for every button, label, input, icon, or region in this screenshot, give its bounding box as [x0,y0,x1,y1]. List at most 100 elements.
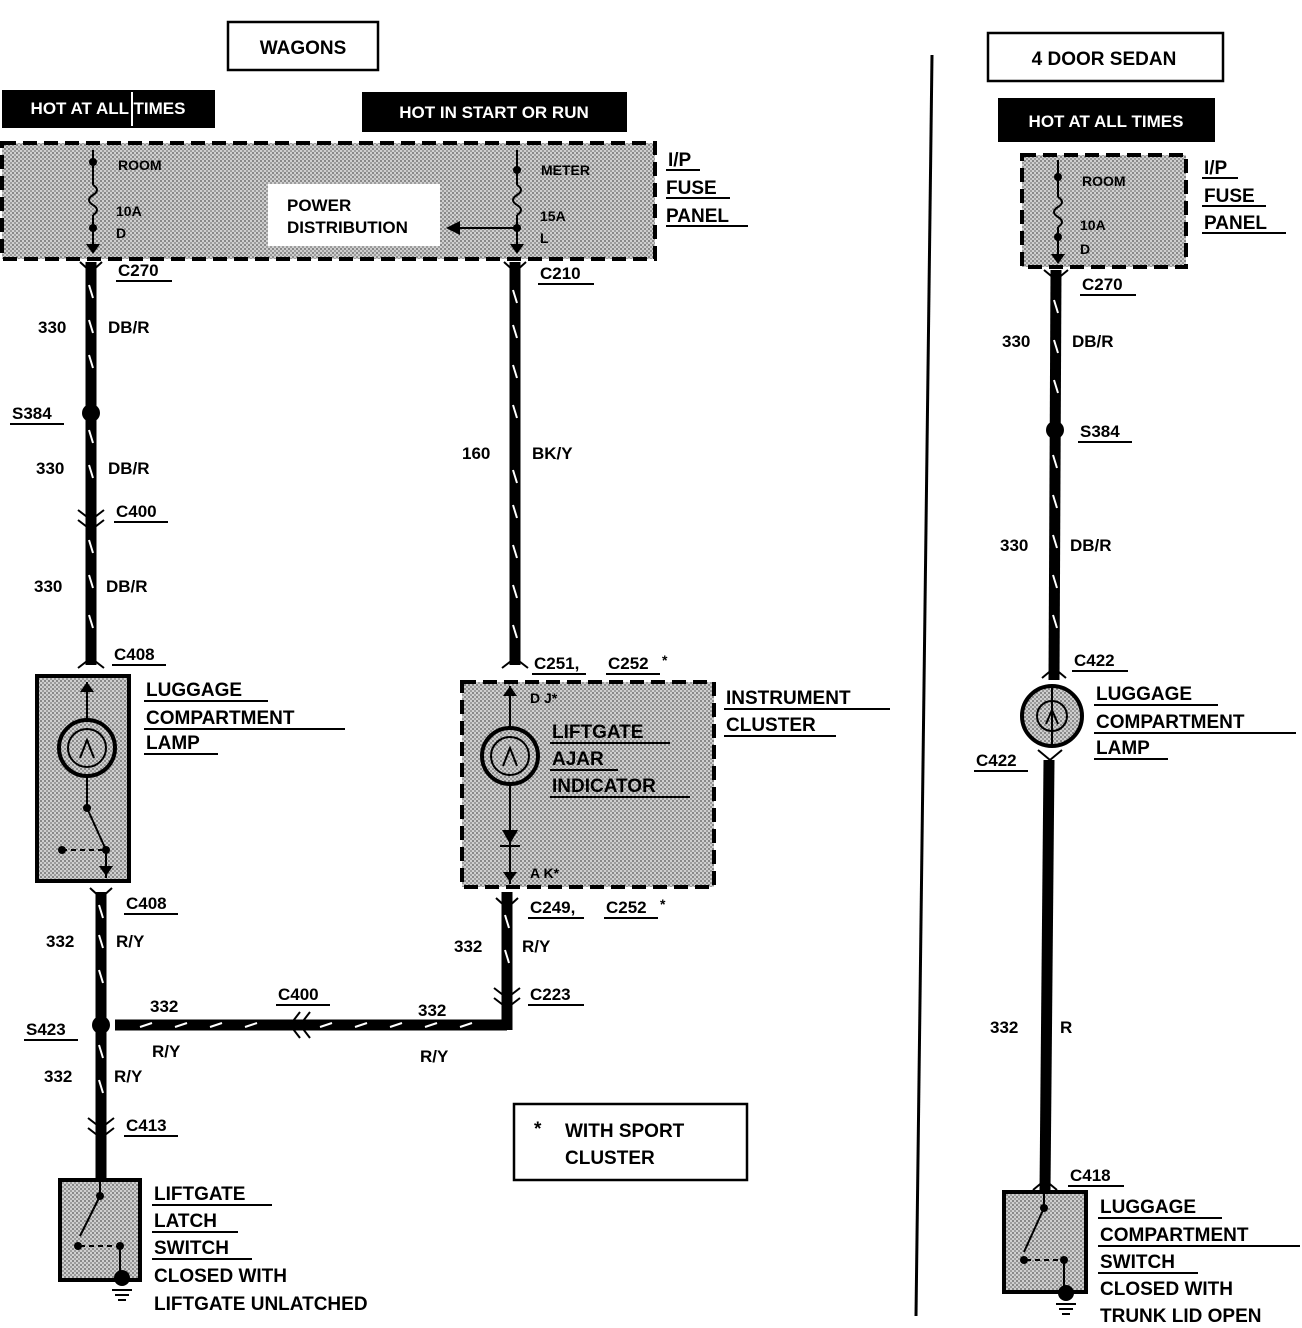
svg-text:SWITCH: SWITCH [154,1238,229,1259]
svg-text:R: R [1060,1018,1072,1037]
fuse-meter-15a: METER 15A L [510,150,590,254]
svg-text:BK/Y: BK/Y [532,444,573,463]
svg-text:C400: C400 [278,985,319,1004]
svg-text:C223: C223 [530,985,571,1004]
svg-text:S384: S384 [12,404,52,423]
svg-text:COMPARTMENT: COMPARTMENT [146,708,295,729]
svg-text:CLUSTER: CLUSTER [726,715,816,736]
svg-text:C252: C252 [608,654,649,673]
svg-text:ROOM: ROOM [1082,173,1126,189]
svg-text:332: 332 [990,1018,1018,1037]
svg-text:COMPARTMENT: COMPARTMENT [1100,1225,1249,1246]
splice-s423 [92,1016,110,1034]
sedan-fuse-panel-label: I/P [1204,158,1228,179]
svg-text:C413: C413 [126,1116,167,1135]
svg-text:CLUSTER: CLUSTER [565,1148,655,1169]
svg-text:LATCH: LATCH [154,1211,217,1232]
svg-text:332: 332 [46,932,74,951]
svg-text:PANEL: PANEL [666,206,729,227]
section-divider [914,54,934,1317]
svg-text:332: 332 [454,937,482,956]
svg-text:LIFTGATE UNLATCHED: LIFTGATE UNLATCHED [154,1294,368,1315]
sport-cluster-note: * WITH SPORT CLUSTER [512,1102,749,1182]
svg-text:D J*: D J* [530,690,558,706]
svg-text:330: 330 [34,577,62,596]
svg-text:AJAR: AJAR [552,749,604,770]
svg-text:PANEL: PANEL [1204,213,1267,234]
connector-c408-bot-symbol [89,887,113,900]
sedan-hot-at-all-times-banner: HOT AT ALL TIMES [998,98,1215,142]
svg-text:FUSE: FUSE [666,178,717,199]
svg-text:S423: S423 [26,1020,66,1039]
svg-text:C422: C422 [1074,651,1115,670]
svg-text:R/Y: R/Y [420,1047,449,1066]
liftgate-switch-label: LIFTGATE [154,1184,245,1205]
power-distribution-box [268,184,440,246]
svg-text:HOT AT ALL TIMES: HOT AT ALL TIMES [1029,112,1184,131]
svg-text:C400: C400 [116,502,157,521]
wagons-title: WAGONS [260,38,347,59]
sedan-connector-c270: C270 [1082,275,1123,294]
sedan-title: 4 DOOR SEDAN [1032,49,1177,70]
svg-text:*: * [534,1119,542,1140]
svg-text:LAMP: LAMP [1096,738,1150,759]
svg-text:LAMP: LAMP [146,733,200,754]
connector-c223-symbol [493,987,521,1010]
svg-text:330: 330 [38,318,66,337]
svg-text:D: D [116,225,126,241]
sedan-wire-332 [1039,759,1055,1191]
sedan-lamp-label: LUGGAGE [1096,684,1192,705]
svg-text:ROOM: ROOM [118,157,162,173]
svg-text:330: 330 [36,459,64,478]
svg-text:C422: C422 [976,751,1017,770]
connector-c270: C270 [118,261,159,280]
svg-text:DISTRIBUTION: DISTRIBUTION [287,218,408,237]
svg-text:C249,: C249, [530,898,575,917]
svg-text:332: 332 [44,1067,72,1086]
sedan-fuse-room-10a: ROOM 10A D [1051,160,1126,264]
hot-at-all-times-banner: HOT AT ALL TIMES [2,90,215,128]
connector-c210: C210 [540,264,581,283]
connector-c400-symbol [77,509,105,532]
sedan-wire-330 [1048,269,1062,681]
svg-text:*: * [662,652,668,668]
svg-text:A K*: A K* [530,865,560,881]
fuse-room-10a: ROOM 10A D [86,150,162,254]
wagons-title-box: WAGONS [226,20,380,72]
svg-text:DB/R: DB/R [108,459,150,478]
svg-text:C408: C408 [114,645,155,664]
wire-332-middle [501,892,513,1030]
svg-text:C408: C408 [126,894,167,913]
indicator-label: LIFTGATE [552,722,643,743]
svg-text:CLOSED WITH: CLOSED WITH [1100,1279,1233,1300]
svg-text:C251,: C251, [534,654,579,673]
svg-text:HOT AT ALL TIMES: HOT AT ALL TIMES [31,99,186,118]
sedan-title-box: 4 DOOR SEDAN [986,31,1225,83]
fuse-panel-label: I/P [668,150,692,171]
svg-text:WITH SPORT: WITH SPORT [565,1121,685,1142]
svg-text:DB/R: DB/R [106,577,148,596]
svg-text:R/Y: R/Y [116,932,145,951]
svg-text:332: 332 [150,997,178,1016]
svg-text:TRUNK LID OPEN: TRUNK LID OPEN [1100,1306,1262,1327]
power-distribution-label: POWER [287,196,351,215]
svg-text:S384: S384 [1080,422,1120,441]
instrument-cluster-label: INSTRUMENT [726,688,851,709]
svg-text:CLOSED WITH: CLOSED WITH [154,1266,287,1287]
sedan-splice-s384 [1046,421,1064,439]
svg-text:METER: METER [541,162,590,178]
svg-text:R/Y: R/Y [114,1067,143,1086]
sedan-switch-label: LUGGAGE [1100,1197,1196,1218]
wire-160 [509,262,521,665]
svg-text:FUSE: FUSE [1204,186,1255,207]
svg-text:HOT IN START OR RUN: HOT IN START OR RUN [399,103,589,122]
splice-s384 [82,404,100,422]
liftgate-latch-switch [58,1178,142,1301]
connector-c408-top-symbol [77,656,105,669]
liftgate-ajar-indicator [480,686,540,884]
svg-text:R/Y: R/Y [152,1042,181,1061]
svg-text:*: * [660,896,666,912]
svg-text:C418: C418 [1070,1166,1111,1185]
connector-c400-h-symbol [288,1011,311,1039]
